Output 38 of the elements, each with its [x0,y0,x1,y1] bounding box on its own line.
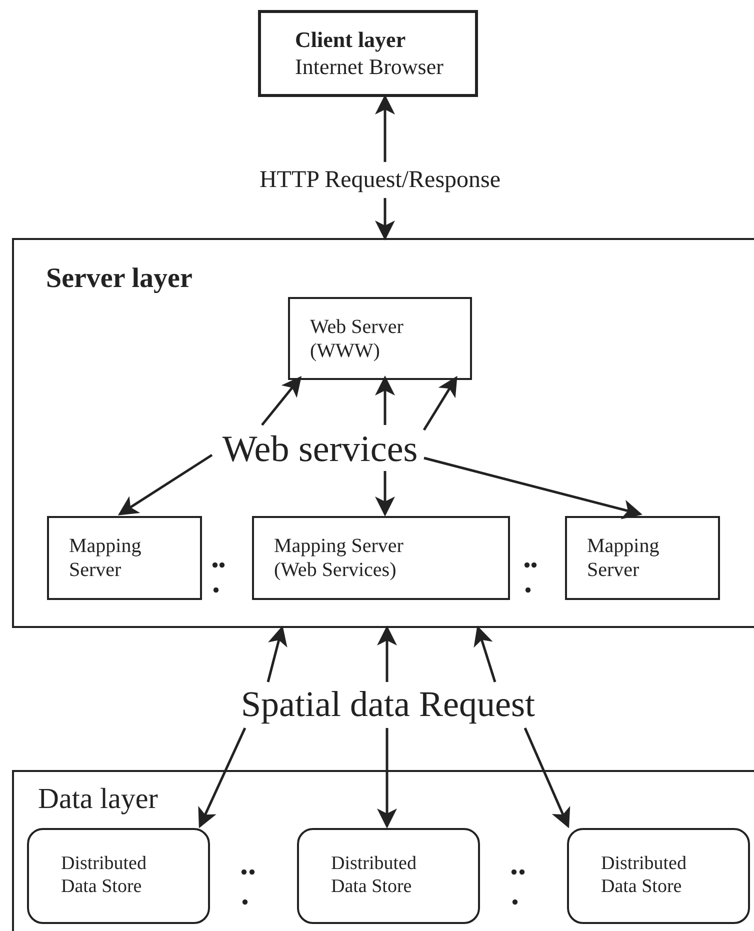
node-label: Mapping Server [69,534,142,582]
node-label: Spatial data Request [241,683,535,726]
layer-panel [12,770,754,931]
arrow [422,376,458,431]
node-label: Distributed Data Store [331,853,418,899]
layer-title: Client layer [295,27,406,54]
layer-panel [12,238,754,628]
arrow [375,376,395,425]
arrow [261,376,302,426]
arrow [118,454,213,516]
server-box [565,516,720,600]
arrow [474,626,496,682]
client-box [258,10,478,97]
data-store-box [567,828,750,924]
node-label: Mapping Server [587,534,660,582]
layer-title: Server layer [46,262,194,296]
server-box [252,516,510,600]
arrow [424,456,642,520]
data-store-box [297,828,480,924]
arrow [377,626,397,682]
server-box [288,297,472,380]
arrow [375,198,395,240]
arrow [375,94,395,162]
node-label: HTTP Request/Response [259,166,501,194]
arrow [377,728,397,828]
server-box [47,516,202,600]
arrow [266,626,288,682]
arrow [198,727,246,828]
node-label: Web Server (WWW) [310,314,404,362]
node-label: Mapping Server (Web Services) [274,534,404,582]
arrow [375,471,395,516]
node-label: Distributed Data Store [601,853,688,899]
data-store-box [27,828,210,924]
node-label: Internet Browser [295,54,444,80]
layer-title: Data layer [38,782,159,817]
arrow [524,728,570,828]
node-label: Distributed Data Store [61,853,148,899]
node-label: Web services [222,428,418,472]
